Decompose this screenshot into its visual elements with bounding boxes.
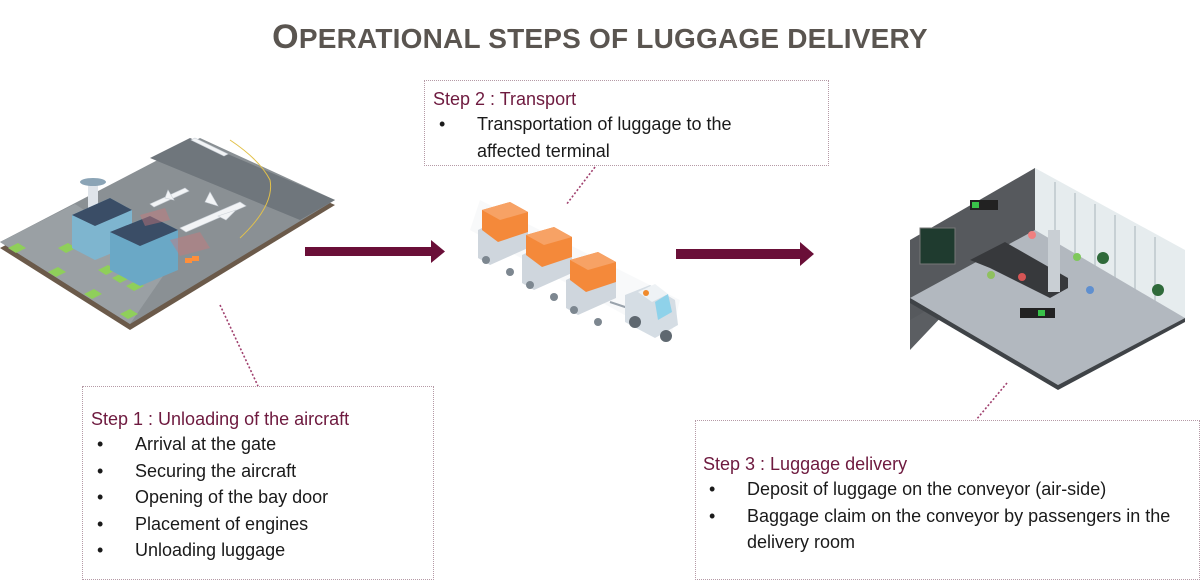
list-item: • Arrival at the gate (91, 431, 433, 458)
step1-box: Step 1 : Unloading of the aircraft • Arri… (82, 386, 434, 580)
list-item: • Deposit of luggage on the conveyor (air… (703, 476, 1199, 503)
baggage-claim-hall-illustration (910, 168, 1185, 390)
airport-apron-illustration (0, 137, 335, 330)
arrow-step1-to-step2 (305, 240, 445, 263)
list-item-text: Placement of engines (135, 513, 309, 534)
step3-box: Step 3 : Luggage delivery • Deposit of lu… (695, 420, 1200, 580)
bullet: • (97, 487, 104, 507)
baggage-tug-train-illustration (470, 200, 680, 342)
arrow-step2-to-step3 (676, 242, 814, 266)
step2-heading: Step 2 : Transport (433, 89, 577, 109)
diagram-title: OPERATIONAL STEPS OF LUGGAGE DELIVERY (0, 18, 1200, 57)
connector-step3 (975, 382, 1008, 421)
bullet: • (97, 540, 104, 560)
list-item: • Baggage claim on the conveyor by passen… (703, 503, 1187, 556)
step1-heading: Step 1 : Unloading of the aircraft (91, 409, 350, 429)
list-item-text: Arrival at the gate (135, 434, 277, 454)
bullet: • (97, 513, 104, 534)
bullet: • (439, 114, 446, 134)
bullet: • (97, 460, 104, 481)
list-item: • Unloading luggage (91, 537, 433, 564)
list-item-text: Baggage claim on the conveyor by passeng… (747, 505, 1171, 553)
bullet: • (97, 434, 104, 454)
list-item: • Placement of engines (91, 511, 433, 538)
step1-list: • Arrival at the gate • Securing the aircr… (91, 431, 433, 564)
list-item-text: Transportation of luggage to the affecte… (477, 114, 732, 161)
list-item-text: Securing the aircraft (135, 460, 297, 481)
list-item: • Securing the aircraft (91, 458, 433, 485)
step2-box: Step 2 : Transport • Transportation of lu… (424, 80, 829, 166)
list-item: • Opening of the bay door (91, 484, 433, 511)
step2-list: • Transportation of luggage to the affect… (433, 111, 828, 164)
step3-list: • Deposit of luggage on the conveyor (air… (703, 476, 1199, 556)
title-rest: PERATIONAL STEPS OF LUGGAGE DELIVERY (298, 23, 928, 54)
bullet: • (709, 479, 716, 499)
list-item: • Transportation of luggage to the affect… (433, 111, 797, 164)
connector-step1 (219, 304, 259, 387)
step3-heading: Step 3 : Luggage delivery (703, 454, 908, 474)
list-item-text: Unloading luggage (135, 540, 286, 560)
list-item-text: Opening of the bay door (135, 487, 329, 507)
title-initial: O (272, 18, 299, 56)
list-item-text: Deposit of luggage on the conveyor (air-… (747, 479, 1107, 499)
bullet: • (709, 505, 716, 526)
